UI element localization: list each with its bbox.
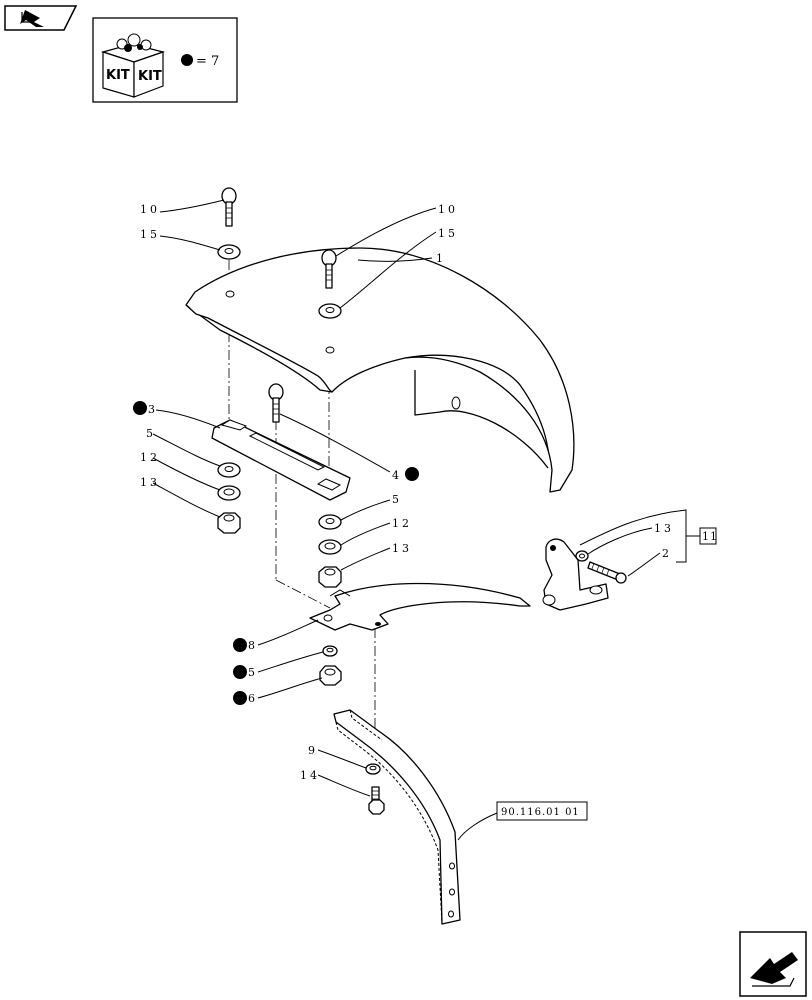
kit-dot-6 xyxy=(233,691,247,705)
callout-8: 8 xyxy=(248,639,258,652)
kit-dot-8 xyxy=(233,638,247,652)
callout-2: 2 xyxy=(662,547,672,560)
fender[interactable] xyxy=(185,247,575,493)
next-page-arrow-icon[interactable] xyxy=(739,931,807,997)
washer-5-right[interactable] xyxy=(318,514,342,530)
callout-5-left: 5 xyxy=(146,427,156,440)
bolt-10-right[interactable] xyxy=(321,249,337,289)
callout-14: 14 xyxy=(300,769,320,782)
nut-13-right[interactable] xyxy=(318,566,342,588)
callout-10-right: 10 xyxy=(438,203,458,216)
bolt-14[interactable] xyxy=(368,786,385,815)
callout-12-right: 12 xyxy=(392,517,412,530)
callout-5-lower: 5 xyxy=(248,666,258,679)
reference-label[interactable]: 90.116.01 01 xyxy=(501,807,580,818)
callout-12-left: 12 xyxy=(140,451,160,464)
washer-12-left[interactable] xyxy=(217,485,241,501)
kit-dot-3 xyxy=(133,401,147,415)
kit-box-icon: KIT KIT xyxy=(100,33,166,98)
bolt-10-left[interactable] xyxy=(221,187,237,227)
plate-3[interactable] xyxy=(211,419,351,501)
washer-9[interactable] xyxy=(365,763,381,775)
callout-13-support: 13 xyxy=(654,522,674,535)
washer-5-left[interactable] xyxy=(217,462,241,478)
washer-15-left[interactable] xyxy=(217,244,241,260)
kit-dot-4 xyxy=(405,467,419,481)
callout-15-right: 15 xyxy=(438,227,458,240)
kit-legend: KIT KIT = 7 xyxy=(92,17,238,103)
callout-11-box: 11 xyxy=(699,527,718,545)
washer-12-right[interactable] xyxy=(318,539,342,555)
callout-9: 9 xyxy=(308,744,318,757)
callout-13-right: 13 xyxy=(392,542,412,555)
callout-3: 3 xyxy=(148,403,158,416)
callout-1: 1 xyxy=(436,252,446,265)
reference-box[interactable]: 90.116.01 01 xyxy=(496,801,588,821)
support-bracket[interactable] xyxy=(542,538,609,611)
kit-dot-5 xyxy=(233,665,247,679)
callout-6: 6 xyxy=(248,692,258,705)
back-arrow-icon[interactable] xyxy=(4,5,78,31)
washer-15-right[interactable] xyxy=(318,303,342,319)
support-arm[interactable] xyxy=(333,709,461,925)
nut-6[interactable] xyxy=(319,665,342,686)
kit-dot-icon xyxy=(181,54,193,66)
nut-13-support[interactable] xyxy=(575,550,589,562)
kit-legend-text: = 7 xyxy=(196,54,219,69)
bolt-4[interactable] xyxy=(268,383,284,423)
leader-lines xyxy=(152,199,700,841)
callout-5-right: 5 xyxy=(392,493,402,506)
callout-10-left: 10 xyxy=(140,203,160,216)
washer-5-lower[interactable] xyxy=(322,645,338,657)
nut-13-left[interactable] xyxy=(217,512,241,534)
callout-4: 4 xyxy=(392,469,402,482)
bracket-8[interactable] xyxy=(309,582,531,631)
callout-11: 11 xyxy=(702,530,718,543)
kit-text-left: KIT xyxy=(106,68,130,83)
callout-15-left: 15 xyxy=(140,228,160,241)
kit-text-right: KIT xyxy=(138,69,162,84)
callout-13-left: 13 xyxy=(140,476,160,489)
bolt-2[interactable] xyxy=(587,561,627,584)
